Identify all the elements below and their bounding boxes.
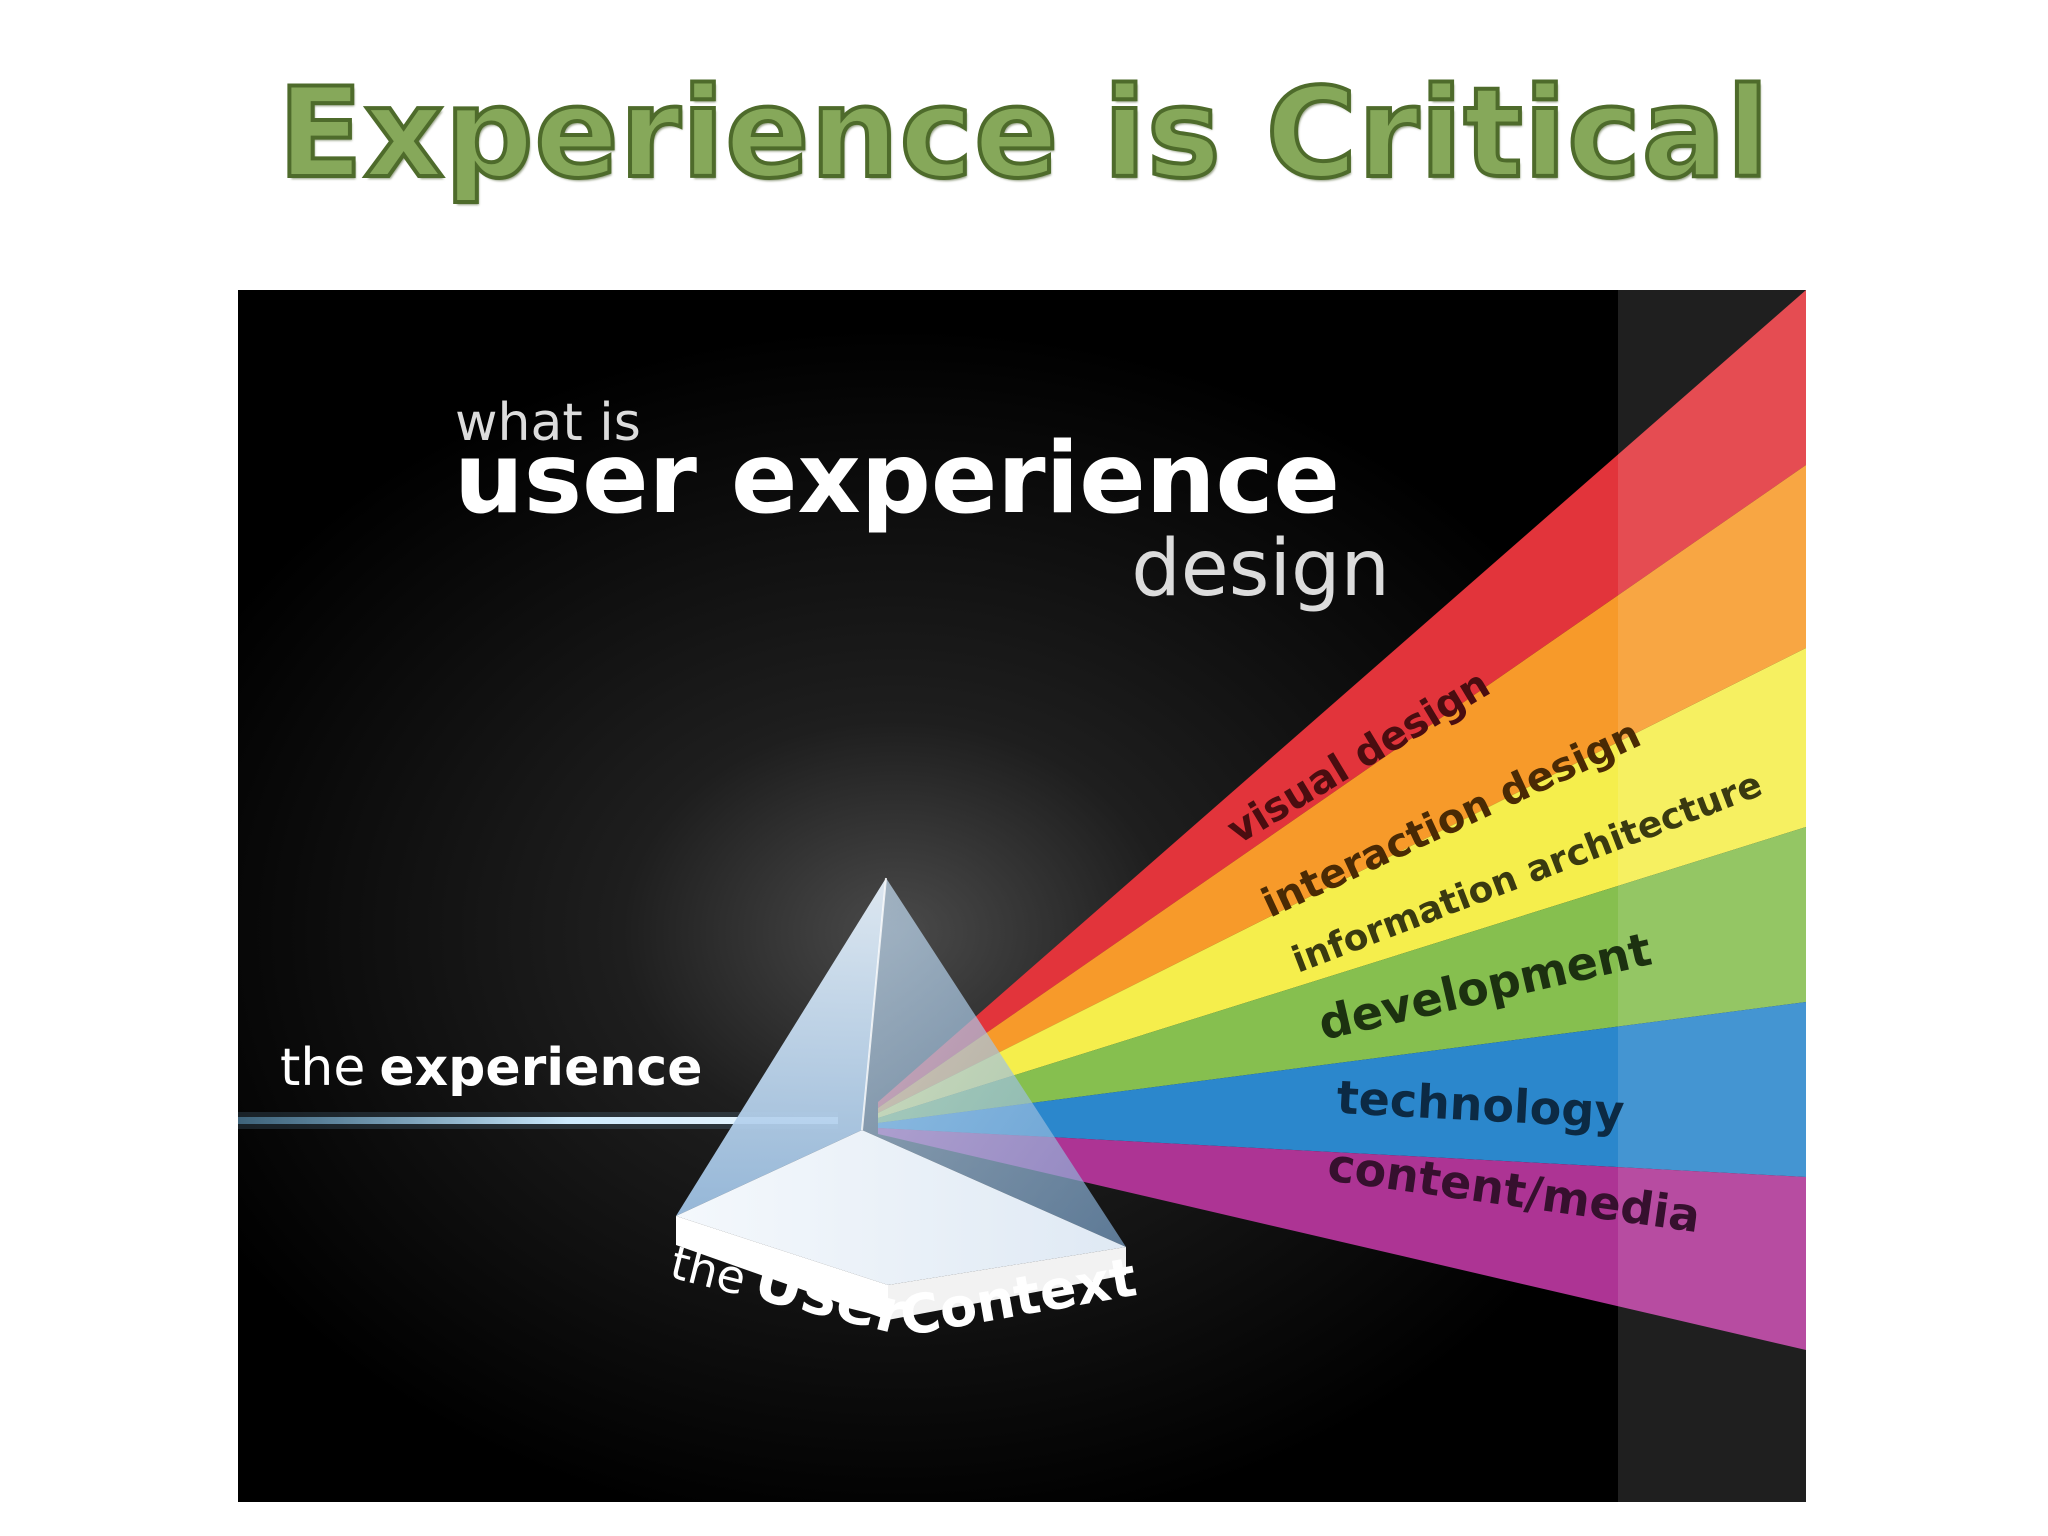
experience-beam: [238, 1117, 838, 1124]
slide-title: Experience is Critical: [276, 62, 1771, 206]
prism-left-edge: [676, 1216, 888, 1320]
spectrum-band-2: [878, 465, 1806, 1113]
spectrum-band-5: [878, 1002, 1806, 1177]
experience-beam-glow: [238, 1112, 838, 1129]
spectrum-fade: [1618, 290, 1806, 1502]
prism-ridge: [861, 877, 887, 1131]
input-beam-label-emphasis: experience: [379, 1038, 702, 1098]
spectrum-band-3: [878, 648, 1806, 1118]
prism-right-face: [862, 878, 1126, 1247]
heading-line3: design: [1131, 524, 1390, 614]
spectrum-bands: [878, 290, 1806, 1502]
prism-base: [676, 1130, 1126, 1285]
prism-left-face: [676, 878, 886, 1216]
heading-line1: what is: [455, 393, 641, 453]
spectrum-band-6: [878, 1128, 1806, 1350]
input-beam-label-prefix: the: [280, 1038, 365, 1098]
spectrum-band-4: [878, 827, 1806, 1123]
prism-right-edge: [888, 1247, 1126, 1320]
prism: [676, 877, 1126, 1320]
heading-line2: user experience: [454, 422, 1340, 536]
spectrum-band-1: [878, 290, 1806, 1108]
